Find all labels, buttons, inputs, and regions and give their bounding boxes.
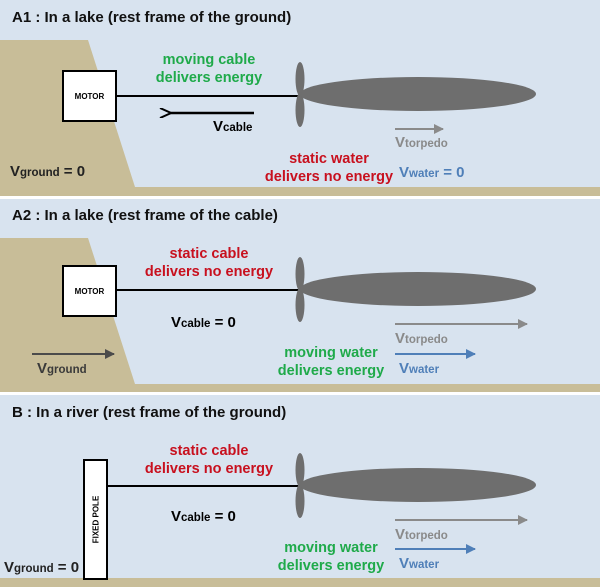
panel-b: B : In a river (rest frame of the ground… bbox=[0, 395, 600, 587]
water-note-line1: moving water bbox=[284, 345, 378, 361]
cable-note-line1: moving cable bbox=[163, 52, 256, 68]
torpedo-velocity-label: Vtorpedo bbox=[395, 330, 448, 347]
water-velocity-label: Vwater bbox=[399, 555, 440, 572]
cable-note-line2: delivers no energy bbox=[145, 461, 273, 477]
water-note-line1: moving water bbox=[284, 540, 378, 556]
ground-floor bbox=[0, 187, 600, 196]
panel-a2: A2 : In a lake (rest frame of the cable)… bbox=[0, 199, 600, 392]
panel-title: A2 : In a lake (rest frame of the cable) bbox=[12, 207, 278, 224]
panel-divider bbox=[0, 196, 600, 199]
propeller-blade-bottom bbox=[295, 93, 305, 127]
propeller-blade-bottom bbox=[295, 484, 305, 518]
water-note-line2: delivers energy bbox=[278, 363, 384, 379]
water-note-line2: delivers no energy bbox=[265, 169, 393, 185]
panel-divider bbox=[0, 392, 600, 395]
cable-note-line1: static cable bbox=[170, 246, 249, 262]
motor-label: MOTOR bbox=[75, 287, 105, 296]
water-velocity-label: Vwater = 0 bbox=[399, 164, 465, 181]
torpedo-body bbox=[300, 272, 536, 306]
ground-floor bbox=[0, 384, 600, 392]
cable-velocity-label: Vcable = 0 bbox=[171, 508, 236, 525]
torpedo-body bbox=[300, 77, 536, 111]
water-note-line2: delivers energy bbox=[278, 558, 384, 574]
water-velocity-label: Vwater bbox=[399, 360, 440, 377]
ground-velocity-label: Vground bbox=[37, 360, 87, 377]
motor-label: MOTOR bbox=[75, 92, 105, 101]
ground-velocity-label: Vground = 0 bbox=[4, 559, 79, 576]
cable-velocity-label: Vcable bbox=[213, 118, 252, 135]
fixed-pole-label: FIXED POLE bbox=[92, 495, 101, 543]
panel-title: A1 : In a lake (rest frame of the ground… bbox=[12, 9, 291, 26]
propeller-blade-top bbox=[295, 257, 305, 291]
water-note-line1: static water bbox=[289, 151, 369, 167]
cable-velocity-label: Vcable = 0 bbox=[171, 314, 236, 331]
cable-note-line2: delivers energy bbox=[156, 70, 262, 86]
propeller-blade-bottom bbox=[295, 288, 305, 322]
motor-box bbox=[62, 70, 117, 122]
propeller-blade-top bbox=[295, 62, 305, 96]
fixed-pole bbox=[83, 459, 108, 580]
torpedo-body bbox=[300, 468, 536, 502]
cable-note-line1: static cable bbox=[170, 443, 249, 459]
ground-velocity-label: Vground = 0 bbox=[10, 163, 85, 180]
cable-note-line2: delivers no energy bbox=[145, 264, 273, 280]
panel-a1: A1 : In a lake (rest frame of the ground… bbox=[0, 0, 600, 196]
river-bed bbox=[0, 578, 600, 587]
torpedo-velocity-label: Vtorpedo bbox=[395, 134, 448, 151]
panel-title: B : In a river (rest frame of the ground… bbox=[12, 404, 286, 421]
propeller-blade-top bbox=[295, 453, 305, 487]
torpedo-velocity-label: Vtorpedo bbox=[395, 526, 448, 543]
